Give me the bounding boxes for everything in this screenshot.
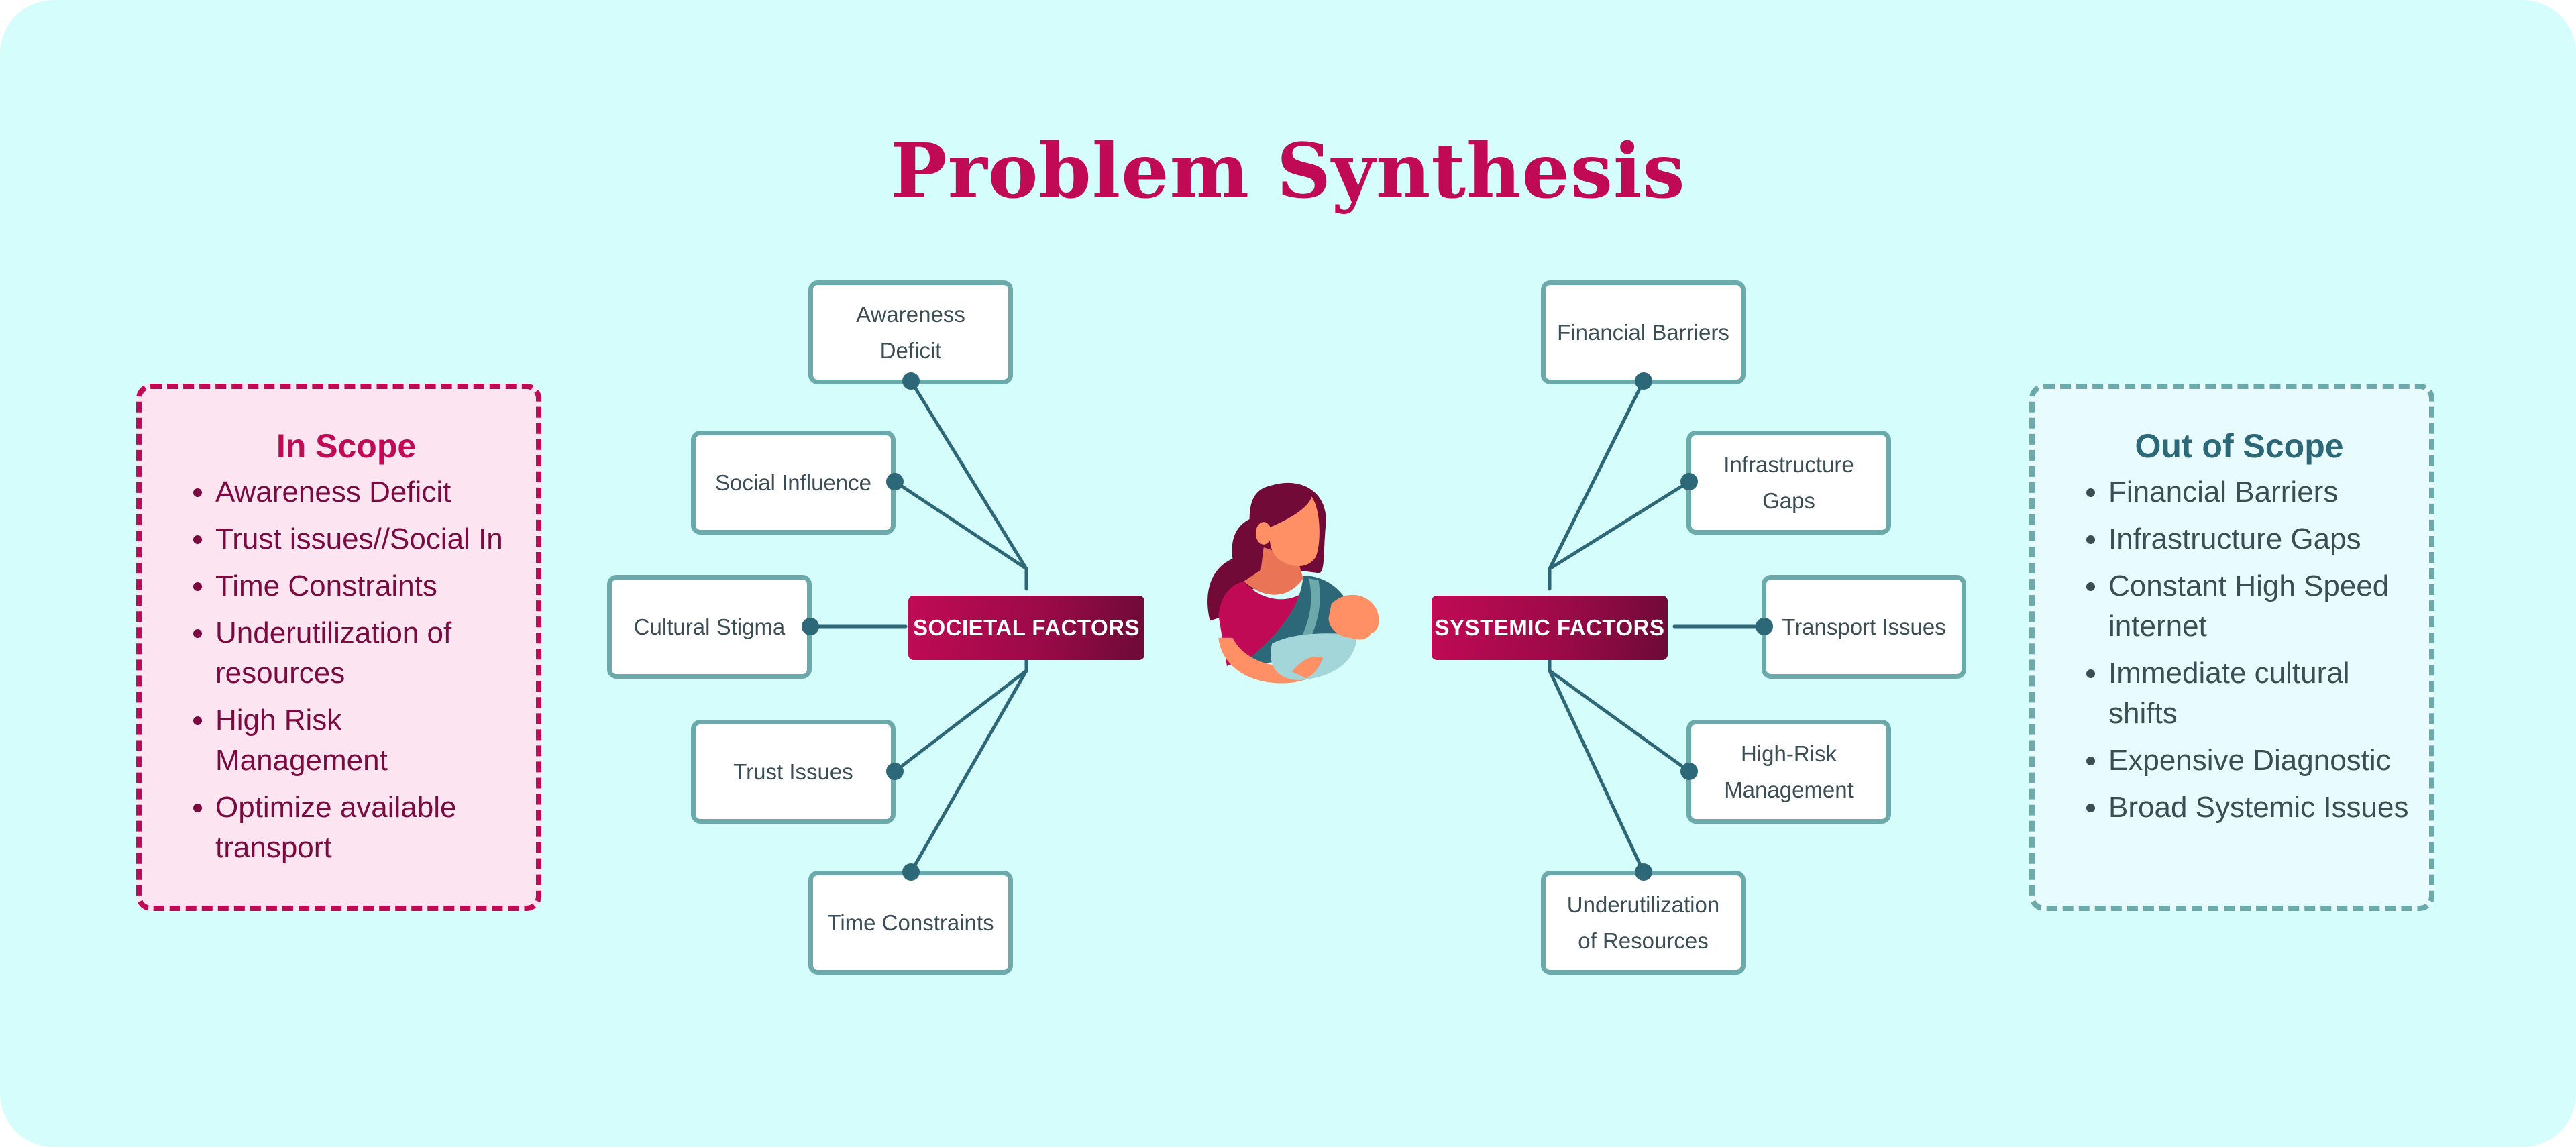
connector-dot [1680,763,1698,780]
hub-societal-factors: SOCIETAL FACTORS [908,596,1144,660]
connector-dot [802,618,819,635]
node-high-risk-management: High-Risk Management [1686,720,1891,824]
page-title: Problem Synthesis [890,127,1686,215]
connector-dot [1756,618,1773,635]
connector-awareness [909,379,1028,571]
connector-dot [902,863,920,881]
connector-time [909,669,1028,874]
node-awareness-deficit: Awareness Deficit [808,280,1013,384]
face-shape [1269,496,1320,567]
mother-baby-illustration [1208,482,1379,684]
out-of-scope-panel: Out of Scope Financial Barriers Infrastr… [2029,384,2434,911]
list-item: Constant High Speed internet [2108,566,2409,647]
list-item: Awareness Deficit [215,472,516,512]
list-item: Expensive Diagnostic [2108,741,2409,781]
in-scope-heading: In Scope [276,427,417,465]
node-label: Cultural Stigma [633,614,786,639]
node-label: Awareness Deficit [856,301,965,363]
baby-blanket-shape [1271,633,1357,680]
list-item: Broad Systemic Issues [2108,787,2409,828]
list-item: Financial Barriers [2108,472,2409,512]
in-scope-list: Awareness Deficit Trust issues//Social I… [176,472,516,868]
list-item: Trust issues//Social In [215,519,516,559]
node-financial-barriers: Financial Barriers [1541,280,1746,384]
node-time-constraints: Time Constraints [808,871,1013,975]
list-item: Immediate cultural shifts [2108,653,2409,734]
connector-dot [886,473,904,490]
node-label: Transport Issues [1782,614,1946,639]
hub-systemic-factors: SYSTEMIC FACTORS [1432,596,1668,660]
node-label: Time Constraints [827,910,994,935]
connector-financial [1548,379,1646,571]
node-label: Social Influence [715,470,871,495]
connector-social-influence [893,480,1028,571]
node-label: Trust Issues [733,759,853,784]
out-of-scope-list: Financial Barriers Infrastructure Gaps C… [2070,472,2409,828]
sari-stripe-shape [1295,578,1320,652]
connector-high-risk [1548,669,1691,773]
list-item: High Risk Management [215,700,516,781]
list-item: Optimize available transport [215,787,516,868]
node-label: Infrastructure Gaps [1723,451,1854,513]
node-label: Underutilization of Resources [1566,891,1720,953]
connector-dot [1635,863,1652,881]
connector-dot [1680,473,1698,490]
node-cultural-stigma: Cultural Stigma [607,575,812,679]
list-item: Time Constraints [215,566,516,606]
out-of-scope-heading: Out of Scope [2135,427,2344,465]
node-underutilization-resources: Underutilization of Resources [1541,871,1746,975]
connector-dot [886,763,904,780]
node-infrastructure-gaps: Infrastructure Gaps [1686,431,1891,535]
connector-infrastructure [1548,480,1691,571]
node-label: Financial Barriers [1557,319,1729,345]
baby-head-shape [1328,594,1379,640]
list-item: Underutilization of resources [215,613,516,694]
list-item: Infrastructure Gaps [2108,519,2409,559]
ear-shape [1255,522,1272,545]
node-label: High-Risk Management [1724,741,1854,802]
hand-shape [1291,656,1324,679]
connector-dot [1635,372,1652,390]
connector-trust [893,669,1028,773]
node-trust-issues: Trust Issues [691,720,896,824]
connector-dot [902,372,920,390]
connector-underutilization [1548,669,1646,874]
in-scope-panel: In Scope Awareness Deficit Trust issues/… [136,384,541,911]
node-social-influence: Social Influence [691,431,896,535]
